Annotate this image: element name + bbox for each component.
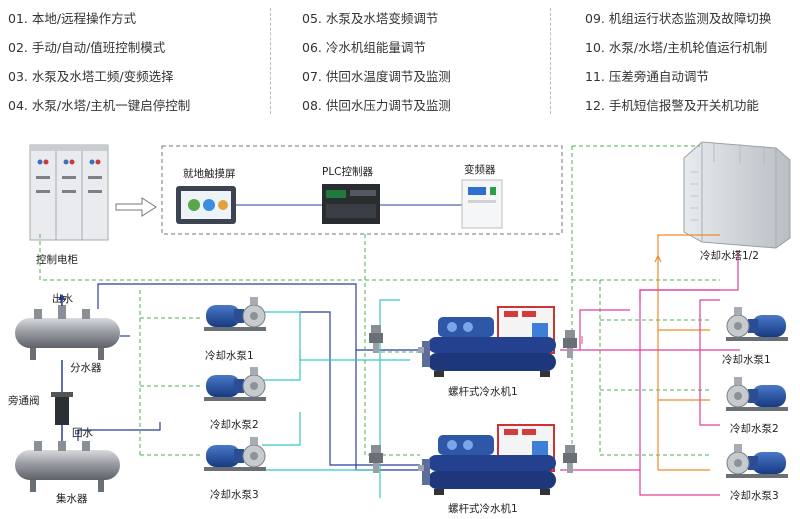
- condenser-return-pipes: [560, 250, 740, 496]
- inverter-label: 变频器: [464, 164, 496, 176]
- feature-item: 02. 手动/自动/值班控制模式: [8, 40, 166, 55]
- inverter-image: [461, 179, 503, 229]
- screw-chiller-2: [417, 424, 557, 496]
- cooling-pump-right-1: [725, 306, 789, 342]
- water-return-label: 回水: [72, 427, 93, 439]
- feature-item: 09. 机组运行状态监测及故障切换: [585, 11, 772, 26]
- distributor-tank: [15, 305, 120, 360]
- cooling-pump-left-3: [203, 436, 267, 472]
- screw-chiller-1: [417, 306, 557, 378]
- cooling-tower-image: [683, 141, 791, 249]
- pump-label: 冷却水泵2: [730, 423, 779, 435]
- bypass-valve: [51, 360, 73, 441]
- feature-item: 10. 水泵/水塔/主机轮值运行机制: [585, 40, 768, 55]
- cooling-pump-right-2: [725, 376, 789, 412]
- control-valve: [369, 325, 383, 353]
- feature-item: 07. 供回水温度调节及监测: [302, 69, 451, 84]
- control-valve: [563, 445, 577, 473]
- column-divider: [270, 8, 271, 114]
- control-box: [161, 145, 563, 235]
- control-valve: [369, 445, 383, 473]
- feature-item: 12. 手机短信报警及开关机功能: [585, 98, 759, 113]
- feature-item: 11. 压差旁通自动调节: [585, 69, 709, 84]
- plc-label: PLC控制器: [322, 166, 374, 178]
- touchscreen-image: [176, 186, 236, 224]
- condenser-supply-pipes: [654, 234, 720, 471]
- distributor-label: 分水器: [70, 362, 102, 374]
- arrow-icon: [115, 197, 157, 217]
- cooling-pump-right-3: [725, 443, 789, 479]
- feature-item: 01. 本地/远程操作方式: [8, 11, 137, 26]
- cooling-pump-left-2: [203, 366, 267, 402]
- chiller-label: 螺杆式冷水机1: [448, 503, 518, 515]
- water-outlet-label: 出水: [52, 293, 73, 305]
- cooling-tower-label: 冷却水塔1/2: [700, 250, 759, 262]
- signal-lines: [39, 145, 720, 456]
- collector-tank: [15, 441, 120, 492]
- feature-item: 04. 水泵/水塔/主机一键启停控制: [8, 98, 191, 113]
- pump-label: 冷却水泵3: [210, 489, 259, 501]
- column-divider: [550, 8, 551, 114]
- touchscreen-label: 就地触摸屏: [183, 168, 236, 180]
- feature-item: 05. 水泵及水塔变频调节: [302, 11, 439, 26]
- chiller-label: 螺杆式冷水机1: [448, 386, 518, 398]
- collector-label: 集水器: [56, 493, 88, 505]
- feature-item: 03. 水泵及水塔工频/变频选择: [8, 69, 174, 84]
- feature-item: 06. 冷水机组能量调节: [302, 40, 426, 55]
- pump-label: 冷却水泵1: [205, 350, 254, 362]
- bypass-valve-label: 旁通阀: [8, 395, 40, 407]
- chilled-pipes: [262, 299, 410, 498]
- feature-item: 08. 供回水压力调节及监测: [302, 98, 451, 113]
- control-valve: [563, 330, 577, 358]
- pump-label: 冷却水泵1: [722, 354, 771, 366]
- control-cabinet-label: 控制电柜: [36, 254, 78, 266]
- pump-label: 冷却水泵2: [210, 419, 259, 431]
- cooling-pump-left-1: [203, 296, 267, 332]
- pump-label: 冷却水泵3: [730, 490, 779, 502]
- control-cabinet-image: [29, 144, 109, 241]
- plc-image: [322, 184, 380, 224]
